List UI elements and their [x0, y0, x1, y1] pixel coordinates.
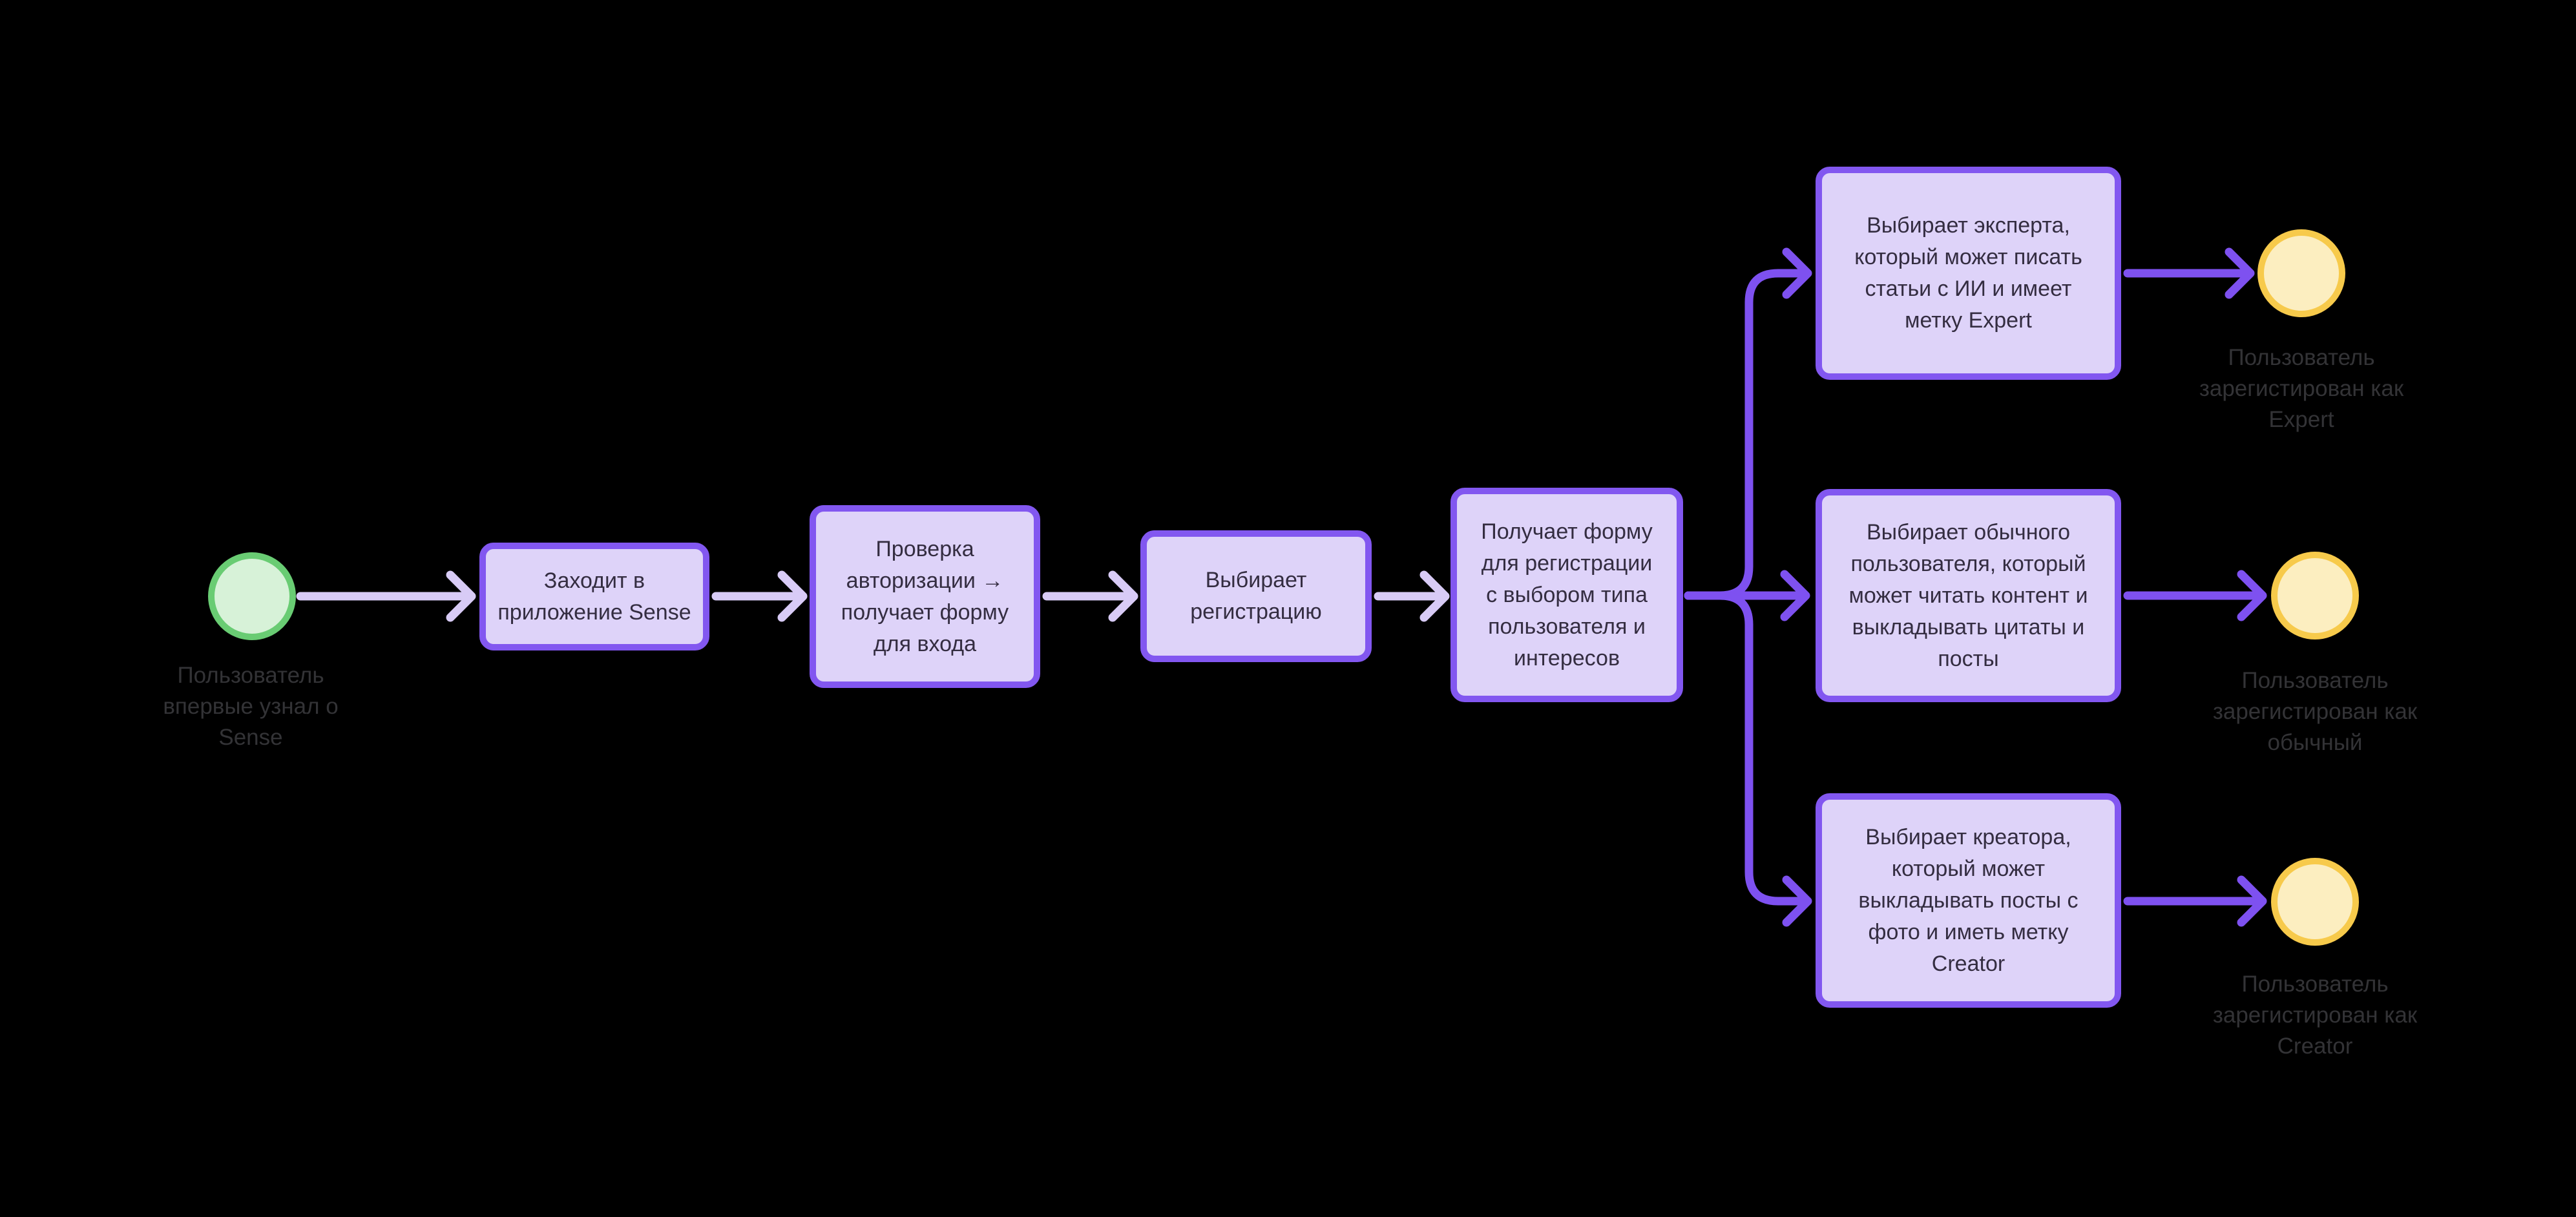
node-branch-expert: Выбирает эксперта, который может писать …	[1816, 167, 2121, 380]
end-node-regular-circle	[2271, 552, 2359, 640]
node-auth-check-label: Проверка авторизации → получает форму дл…	[841, 536, 1009, 656]
node-branch-creator: Выбирает креатора, который может выклады…	[1816, 793, 2121, 1008]
node-branch-expert-label: Выбирает эксперта, который может писать …	[1854, 213, 2082, 333]
node-enter-app: Заходит в приложение Sense	[479, 543, 709, 650]
arrow-step1-to-step2	[711, 570, 808, 622]
arrow-step3-to-step4	[1374, 570, 1450, 622]
node-registration-form: Получает форму для регистрации с выбором…	[1450, 488, 1683, 702]
arrow-step4-to-branch-expert	[1684, 247, 1812, 600]
node-auth-check: Проверка авторизации → получает форму дл…	[810, 505, 1040, 688]
arrow-start-to-step1	[296, 570, 476, 622]
end-node-creator-circle	[2271, 858, 2359, 946]
arrow-branch-regular-to-end	[2123, 570, 2267, 621]
start-node-caption: Пользователь впервые узнал о Sense	[163, 663, 339, 750]
end-node-expert-circle	[2257, 229, 2345, 317]
node-choose-registration: Выбирает регистрацию	[1140, 530, 1372, 662]
arrow-step2-to-step3	[1042, 570, 1138, 622]
start-node-circle	[208, 552, 296, 640]
node-branch-regular: Выбирает обычного пользователя, который …	[1816, 489, 2121, 702]
end-node-expert-caption: Пользователь зарегистирован как Expert	[2199, 345, 2404, 432]
node-enter-app-label: Заходит в приложение Sense	[497, 568, 691, 625]
arrow-step4-to-branch-creator	[1684, 591, 1812, 927]
node-choose-registration-label: Выбирает регистрацию	[1190, 568, 1322, 624]
node-branch-creator-label: Выбирает креатора, который может выклады…	[1858, 824, 2079, 976]
arrow-branch-expert-to-end	[2123, 247, 2255, 299]
end-node-regular-caption: Пользователь зарегистирован как обычный	[2212, 668, 2418, 755]
node-registration-form-label: Получает форму для регистрации с выбором…	[1481, 519, 1653, 671]
node-branch-regular-label: Выбирает обычного пользователя, который …	[1848, 519, 2088, 671]
end-node-creator-caption: Пользователь зарегистирован как Creator	[2212, 972, 2418, 1059]
arrow-branch-creator-to-end	[2123, 875, 2267, 927]
